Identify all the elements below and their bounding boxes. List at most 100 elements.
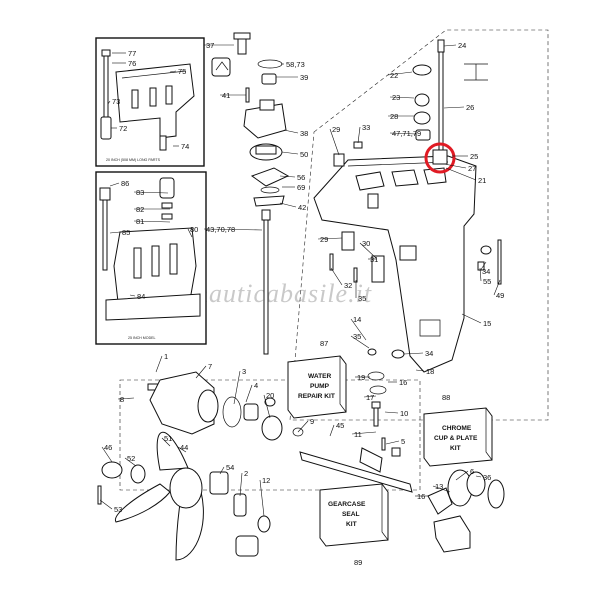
part-label: 50 xyxy=(300,150,308,159)
part-label: 16 xyxy=(417,492,425,501)
part-label: 2 xyxy=(244,469,248,478)
part-label: 29 xyxy=(320,235,328,244)
part-label: 8 xyxy=(120,395,124,404)
kit-water-pump-line3: REPAIR KIT xyxy=(298,393,335,400)
forward-gear-parts xyxy=(427,469,505,553)
leader-line xyxy=(259,479,265,517)
kit-water-pump-line1: WATER xyxy=(308,373,332,380)
part-label: 27 xyxy=(468,164,476,173)
inset-long-parts: 20 INCH (508 MM) LONG PARTS xyxy=(95,37,205,167)
part-label: 53 xyxy=(114,505,122,514)
leader-line xyxy=(219,466,225,475)
leader-line xyxy=(99,499,113,510)
leader-line xyxy=(133,220,171,223)
part-label: 15 xyxy=(483,319,491,328)
part-label: 77 xyxy=(128,49,136,58)
part-label: 47,71,79 xyxy=(392,129,421,138)
leader-line xyxy=(432,485,451,493)
propshaft-assembly xyxy=(147,371,413,493)
part-label: 23 xyxy=(392,93,400,102)
part-label: 29 xyxy=(332,125,340,134)
kit-chrome-cup-line2: CUP & PLATE xyxy=(434,435,478,442)
leader-line xyxy=(389,96,415,99)
leader-line xyxy=(389,132,417,135)
part-label: 17 xyxy=(366,393,374,402)
leader-line xyxy=(245,384,253,403)
part-label: 31 xyxy=(370,255,378,264)
leader-line xyxy=(187,228,193,238)
part-label: 52 xyxy=(127,454,135,463)
part-label: 34 xyxy=(425,349,433,358)
part-label: 34 xyxy=(482,267,490,276)
leader-line xyxy=(281,151,299,155)
leader-line xyxy=(443,44,457,47)
part-label: 35 xyxy=(353,332,361,341)
part-label: 9 xyxy=(310,417,314,426)
part-label: 84 xyxy=(137,292,145,301)
leader-line xyxy=(109,182,120,187)
part-label: 81 xyxy=(136,217,144,226)
part-label: 43,70,78 xyxy=(206,225,235,234)
part-label: 38 xyxy=(300,129,308,138)
leader-line xyxy=(357,126,361,144)
leader-line xyxy=(443,163,467,169)
part-label: 37 xyxy=(206,41,214,50)
part-label: 39 xyxy=(300,73,308,82)
part-label: 14 xyxy=(353,315,361,324)
leader-line xyxy=(133,191,169,194)
leader-line xyxy=(263,394,271,419)
inset-top-caption: 20 INCH (508 MM) LONG PARTS xyxy=(106,158,161,162)
part-label: 19 xyxy=(357,373,365,382)
part-label: 25 xyxy=(470,152,478,161)
leader-line xyxy=(297,420,309,433)
part-label: 42 xyxy=(298,203,306,212)
kit-chrome-cup-number: 88 xyxy=(442,393,450,402)
leader-line xyxy=(350,318,367,341)
part-label: 18 xyxy=(426,367,434,376)
part-label: 22 xyxy=(390,71,398,80)
part-label: 3 xyxy=(242,367,246,376)
leader-line xyxy=(117,397,135,400)
part-label: 85 xyxy=(122,228,130,237)
part-label: 20 xyxy=(266,391,274,400)
part-label: 75 xyxy=(178,67,186,76)
kit-gearcase-seal-line2: SEAL xyxy=(342,511,360,518)
leader-line xyxy=(239,472,243,497)
leader-line xyxy=(283,129,299,134)
part-label: 86 xyxy=(121,179,129,188)
part-label: 83 xyxy=(136,188,144,197)
part-label: 73 xyxy=(112,97,120,106)
part-label: 33 xyxy=(362,123,370,132)
leader-line xyxy=(385,440,400,445)
leader-line xyxy=(479,261,487,272)
leader-line xyxy=(279,175,296,178)
kit-gearcase-seal-line1: GEARCASE xyxy=(328,501,366,508)
leader-line xyxy=(479,267,482,282)
inset-25-inch-model: 25 INCH MODEL xyxy=(95,171,207,345)
part-label: 12 xyxy=(262,476,270,485)
part-label: 45 xyxy=(336,421,344,430)
propeller-parts xyxy=(97,431,271,561)
part-label: 13 xyxy=(435,482,443,491)
part-label: 49 xyxy=(496,291,504,300)
part-label: 30 xyxy=(362,239,370,248)
leader-line xyxy=(155,355,163,373)
leader-line xyxy=(101,446,113,463)
leader-line xyxy=(317,237,343,240)
leader-line xyxy=(387,71,413,76)
part-label: 55 xyxy=(483,277,491,286)
kit-gearcase-seal: GEARCASE SEAL KIT 89 xyxy=(319,483,389,567)
part-label: 24 xyxy=(458,41,466,50)
leader-line xyxy=(177,446,187,453)
part-label: 32 xyxy=(344,281,352,290)
leader-line xyxy=(330,267,343,286)
kit-water-pump-number: 87 xyxy=(320,339,328,348)
part-label: 5 xyxy=(401,437,405,446)
gearcase-outline-dashed xyxy=(289,29,549,421)
part-label: 51 xyxy=(164,434,172,443)
leader-line xyxy=(445,167,477,181)
leader-line xyxy=(363,395,377,398)
part-label: 74 xyxy=(181,142,189,151)
part-label: 21 xyxy=(478,176,486,185)
